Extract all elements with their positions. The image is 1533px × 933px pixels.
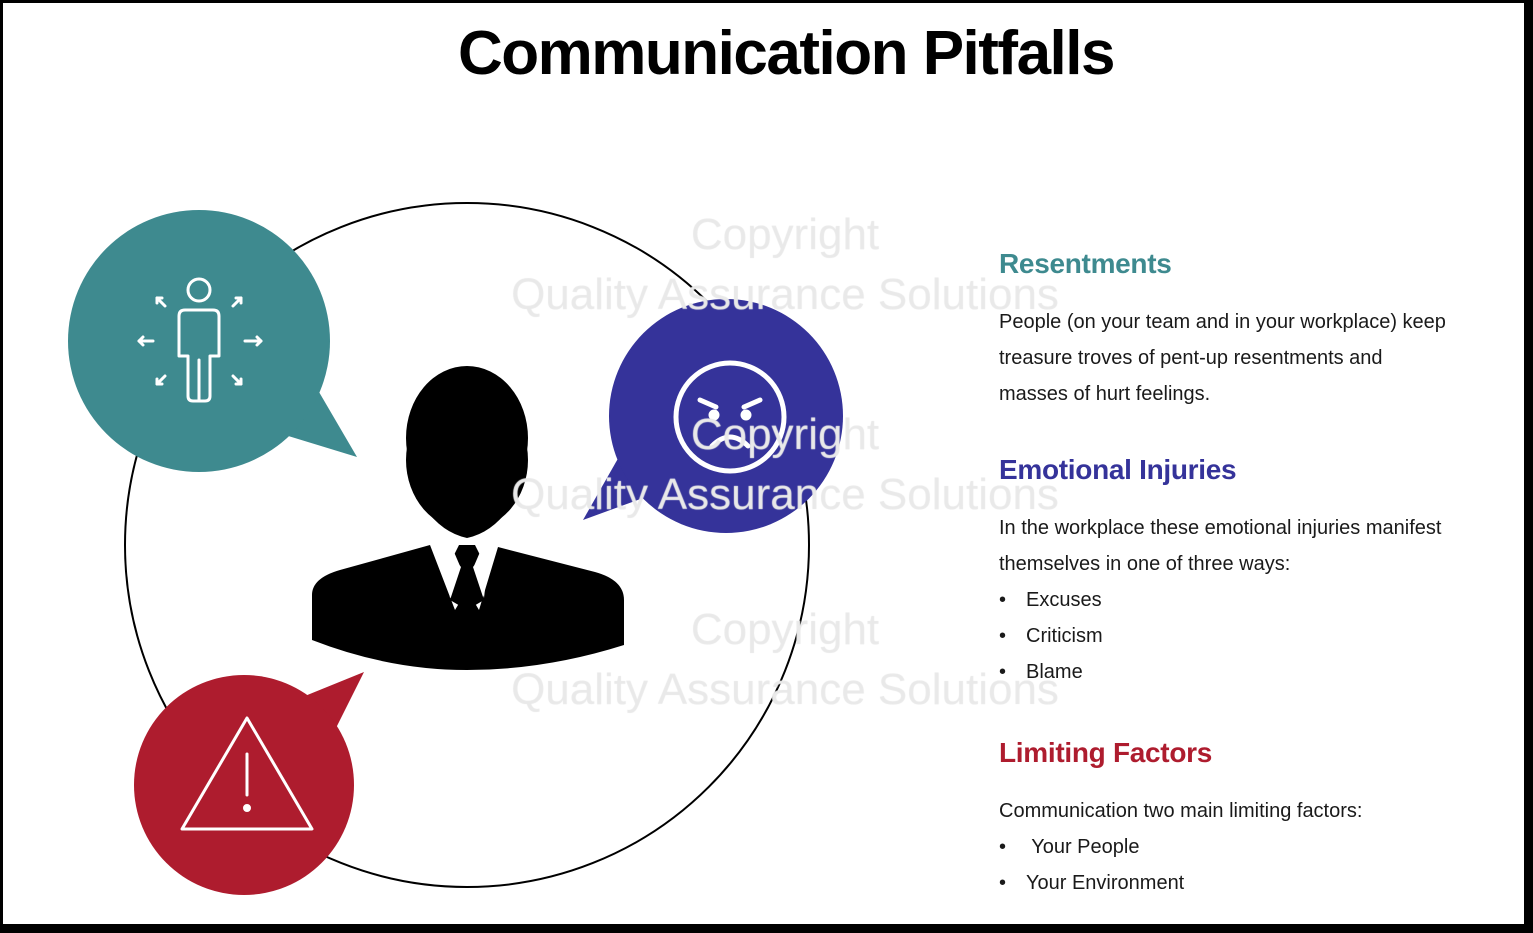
list-item-text: Your Environment	[1026, 872, 1185, 894]
resentments-heading: Resentments	[999, 248, 1172, 279]
person-arrows-icon	[137, 277, 263, 403]
watermark-line-2: Quality Assurance Solutions	[511, 665, 1059, 714]
watermark-line-1: Copyright	[690, 210, 880, 259]
limiting-heading: Limiting Factors	[999, 737, 1212, 768]
businessman-icon	[312, 366, 624, 670]
indigo-speech-bubble	[583, 299, 843, 533]
teal-speech-bubble	[68, 210, 357, 472]
list-item-text: Excuses	[1026, 589, 1102, 611]
emotional-line-1: In the workplace these emotional injurie…	[999, 517, 1442, 539]
resentments-line-3: masses of hurt feelings.	[999, 383, 1211, 405]
emotional-line-2: themselves in one of three ways:	[999, 553, 1291, 575]
limiting-line-1: Communication two main limiting factors:	[999, 800, 1363, 822]
crimson-speech-bubble	[134, 672, 364, 895]
watermark-line-1: Copyright	[690, 605, 880, 654]
list-item-text: Criticism	[1026, 625, 1103, 647]
watermark-line-1: Copyright	[690, 410, 880, 459]
watermark: Copyright Quality Assurance Solutions	[440, 205, 1130, 325]
watermark: Copyright Quality Assurance Solutions	[440, 405, 1130, 525]
list-item-text: Blame	[1026, 661, 1083, 683]
watermark-line-2: Quality Assurance Solutions	[511, 470, 1059, 519]
slide-shadow	[1525, 6, 1533, 933]
angry-face-icon	[673, 360, 787, 474]
watermark: Copyright Quality Assurance Solutions	[440, 600, 1130, 720]
warning-triangle-icon	[180, 716, 314, 831]
watermark-line-2: Quality Assurance Solutions	[511, 270, 1059, 319]
slide-title: Communication Pitfalls	[458, 19, 1115, 88]
list-item-text: Your People	[1026, 836, 1140, 858]
outline-circle	[124, 202, 810, 888]
resentments-line-2: treasure troves of pent-up resentments a…	[999, 347, 1383, 369]
resentments-line-1: People (on your team and in your workpla…	[999, 311, 1446, 333]
emotional-heading: Emotional Injuries	[999, 454, 1237, 485]
